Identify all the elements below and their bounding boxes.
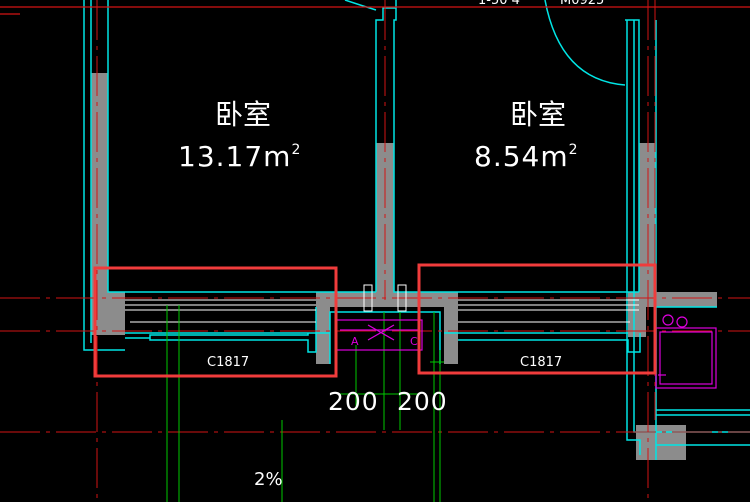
dimension-right: 200 <box>397 387 448 416</box>
dimension-left: 200 <box>328 387 379 416</box>
lower-right-column <box>636 425 686 460</box>
room-name-left: 卧室 <box>215 98 271 131</box>
window-pier-left <box>316 292 386 307</box>
room-area-left: 13.17m2 <box>178 140 301 173</box>
highlight-window-left <box>93 266 338 378</box>
magenta-equipment <box>335 314 717 389</box>
window-pier-left-drop <box>316 292 330 364</box>
washing-machine <box>655 327 717 389</box>
room-area-right: 8.54m2 <box>474 140 579 173</box>
highlight-window-right <box>417 263 657 375</box>
right-side-wall <box>639 292 717 307</box>
right-side-drop <box>628 292 646 337</box>
window-pier-right <box>386 292 456 307</box>
wall-fixtures <box>363 284 407 312</box>
door-arc <box>544 0 626 86</box>
window-frames <box>125 299 639 323</box>
room-area-left-value: 13.17m <box>178 140 291 173</box>
room-area-left-sup: 2 <box>291 142 301 158</box>
window-tag-left: C1817 <box>207 355 249 370</box>
slope-label: 2% <box>254 469 283 490</box>
marker-a: A <box>351 335 359 348</box>
door-arc-top <box>344 0 377 11</box>
room-name-right: 卧室 <box>510 98 566 131</box>
room-area-right-value: 8.54m <box>474 140 569 173</box>
red-solid-lines <box>0 6 750 15</box>
door-swing <box>344 0 626 86</box>
room-area-right-sup: 2 <box>569 142 579 158</box>
green-lines <box>166 305 444 502</box>
window-tag-right: C1817 <box>520 355 562 370</box>
window-pier-right-drop <box>444 292 458 364</box>
highlight-boxes <box>93 263 657 378</box>
top-label-right: M0925 <box>560 0 604 8</box>
marker-c: C <box>410 335 418 348</box>
top-label-left: 1-50 4 <box>478 0 520 8</box>
